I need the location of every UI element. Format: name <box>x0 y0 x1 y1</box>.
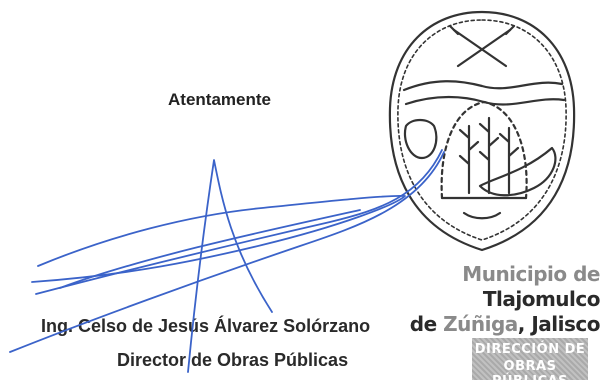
municipality-line-2-part-3: , Jalisco <box>517 312 601 336</box>
municipality-line-1-part-2: Tlajomulco <box>482 287 601 311</box>
signer-title: Director de Obras Públicas <box>117 350 349 370</box>
municipal-seal-icon <box>388 10 576 252</box>
municipality-name: Municipio de Tlajomulco de Zúñiga, Jalis… <box>354 262 601 337</box>
stamp-line-2: OBRAS PÚBLICAS <box>491 359 569 389</box>
stamp-line-1: DIRECCIÓN DE <box>474 342 586 357</box>
signature-block: Atentamente Municipio de Tlajomulco de Z… <box>9 10 601 389</box>
municipality-line-2-part-1: de <box>409 312 444 336</box>
department-stamp: DIRECCIÓN DE OBRAS PÚBLICAS <box>472 338 588 389</box>
municipality-line-1: Municipio de Tlajomulco <box>354 262 600 312</box>
municipality-line-2-part-2: Zúñiga <box>443 312 518 336</box>
municipality-line-1-part-1: Municipio de <box>462 262 600 286</box>
signer-name: Ing. Celso de Jesús Álvarez Solórzano <box>41 316 371 336</box>
municipality-line-2: de Zúñiga, Jalisco <box>354 312 601 337</box>
closing-phrase: Atentamente <box>168 90 271 109</box>
